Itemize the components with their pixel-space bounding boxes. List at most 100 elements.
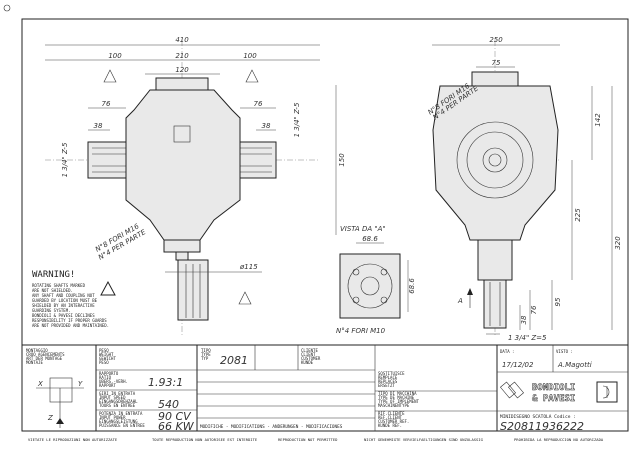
weight-label: GEWICHT bbox=[99, 356, 116, 361]
dim-210: 210 bbox=[175, 52, 189, 60]
footer-text-es: PROHIBIDA LA REPRODUCCION NO AUTORIZADA bbox=[514, 437, 604, 442]
footer-text-it: VIETATE LE RIPRODUZIONI NON AUTORIZZATE bbox=[28, 437, 118, 442]
drawing-code: S20811936222 bbox=[500, 420, 584, 433]
warning-line: SHIELDED BY AN INTERACTIVE bbox=[32, 303, 95, 308]
warning-icon bbox=[245, 69, 259, 83]
axis-y-label: Y bbox=[78, 380, 83, 388]
replaces-label: REPLACES bbox=[378, 379, 398, 384]
visto-label: VISTO : bbox=[556, 349, 573, 354]
dim-100-right: 100 bbox=[243, 52, 257, 60]
warning-line: ARE NOT PROVIDED AND MAINTAINED. bbox=[32, 323, 109, 328]
dim-150: 150 bbox=[338, 153, 346, 167]
brand-line-1: BONDIOLI bbox=[532, 383, 575, 393]
rpm-value: 540 bbox=[158, 398, 179, 411]
weight-label: PESO bbox=[99, 348, 109, 353]
client-label: KUNDE bbox=[301, 360, 314, 365]
mounting-label: MONTAGGIO bbox=[26, 348, 48, 353]
power-label: POTENZA IN ENTRATA bbox=[99, 411, 143, 416]
type-label: TYP bbox=[201, 356, 209, 361]
dim-142: 142 bbox=[594, 113, 602, 127]
rpm-label: GIRI IN ENTRATA bbox=[99, 391, 136, 396]
dim-76-side: 76 bbox=[530, 305, 538, 314]
brand-logo: BONDIOLI & PAVESI bbox=[500, 381, 618, 404]
shaft-spec-left: 1 3/4" Z-5 bbox=[61, 142, 69, 177]
ref-label: KUNDE REF. bbox=[378, 423, 402, 428]
rpm-label: EINGANGSDREHZAHL bbox=[99, 399, 138, 404]
warning-title: WARNING! bbox=[32, 270, 75, 280]
footer-text-de: NICHT GENEHMIGTE VERVIELFAELTIGUNGEN SIN… bbox=[364, 437, 484, 442]
dim-68-6-h: 68.6 bbox=[362, 235, 378, 243]
power-kw-value: 66 KW bbox=[158, 420, 195, 433]
replaces-label: ERSETZT bbox=[378, 383, 395, 388]
punch-hole bbox=[3, 4, 11, 12]
mounting-label: ART DER MONTAGE bbox=[26, 356, 63, 361]
replaces-label: SOSTITUISCE bbox=[378, 371, 405, 376]
mounting-label: CROQ AGENCEMENTS bbox=[26, 352, 65, 357]
type-label: TIPO bbox=[201, 348, 211, 353]
warning-line: BONDIOLI & PAVESI DECLINES bbox=[32, 313, 95, 318]
front-view: 410 100 210 100 120 76 38 76 38 1 3/4" Z… bbox=[45, 36, 346, 335]
dim-95: 95 bbox=[554, 297, 562, 306]
ref-label: RIF.CLIENTE bbox=[378, 411, 405, 416]
visto-value: A.Magotti bbox=[557, 361, 592, 369]
date-label: DATA : bbox=[500, 349, 514, 354]
dim-100-left: 100 bbox=[108, 52, 122, 60]
footer-text-fr: TOUTE REPRODUCTION NON AUTORISEE EST INT… bbox=[152, 437, 258, 442]
client-label: CLIENT bbox=[301, 352, 316, 357]
mounting-diagram: X Y Z bbox=[36, 377, 84, 428]
ratio-label: RAPPORTO bbox=[99, 371, 119, 376]
date-value: 17/12/02 bbox=[502, 361, 534, 369]
power-cv-value: 90 CV bbox=[158, 410, 192, 423]
ratio-value: 1.93:1 bbox=[148, 376, 183, 389]
shaft-spec-right: 1 3/4" Z-5 bbox=[293, 102, 301, 137]
dim-38-side: 38 bbox=[520, 315, 528, 324]
dim-diameter-115: ø115 bbox=[239, 263, 258, 271]
dim-225: 225 bbox=[574, 208, 582, 222]
rpm-label: TOURS EN ENTREE bbox=[99, 403, 136, 408]
side-bottom-shaft bbox=[483, 279, 507, 329]
view-a-holes-note: N°4 FORI M10 bbox=[336, 327, 386, 335]
power-label: PUISSANCE EN ENTREE bbox=[99, 423, 145, 428]
warning-block: WARNING! ROTATING SHAFTS MARKED ARE NOT … bbox=[32, 270, 116, 328]
ratio-label: UBERS.-VERH. bbox=[99, 379, 128, 384]
warning-icon bbox=[100, 280, 116, 296]
warning-line: ROTATING SHAFTS MARKED bbox=[32, 283, 86, 288]
footer: VIETATE LE RIPRODUZIONI NON AUTORIZZATE … bbox=[28, 437, 604, 442]
side-housing bbox=[432, 85, 559, 241]
power-label: EINGANGSLEISTUNG bbox=[99, 419, 138, 424]
dim-68-6-v: 68.6 bbox=[408, 278, 416, 294]
view-a-title: VISTA DA "A" bbox=[340, 225, 386, 233]
modifications-label: MODIFICHE - MODIFICATIONS - ANDERUNGEN -… bbox=[200, 424, 343, 430]
ref-label: CUSTOMER REF. bbox=[378, 419, 409, 424]
ratio-label: RATIO bbox=[99, 375, 112, 380]
ratio-label: RAPPORT bbox=[99, 383, 116, 388]
warning-line: ANY SHAFT AND COUPLING NOT bbox=[32, 293, 95, 298]
view-a: VISTA DA "A" 68.6 68.6 N°4 FORI M10 bbox=[336, 225, 416, 335]
weight-label: PESO bbox=[99, 360, 109, 365]
brand-line-2: & PAVESI bbox=[532, 394, 575, 404]
view-arrow-icon bbox=[467, 288, 473, 295]
dim-250: 250 bbox=[489, 36, 503, 44]
warning-line: RESPONSIBILITY IF PROPER GUARDS bbox=[32, 318, 107, 323]
replaces-label: REMPLACE bbox=[378, 375, 398, 380]
warning-line: ARE NOT SHIELDED. bbox=[32, 288, 73, 293]
type-label: TYPE bbox=[201, 352, 211, 357]
dim-120: 120 bbox=[175, 66, 189, 74]
dim-75: 75 bbox=[492, 59, 501, 67]
side-shaft-spec: 1 3/4" Z=5 bbox=[508, 334, 547, 342]
drawing-frame bbox=[21, 18, 629, 432]
axis-x-label: X bbox=[37, 380, 43, 388]
dim-38-left: 38 bbox=[94, 122, 103, 130]
warning-line: GUARDING SYSTEM. bbox=[32, 308, 71, 313]
warning-line: GUARDED BY LOCATION MUST BE bbox=[32, 298, 98, 303]
mounting-label: MONTAJE bbox=[26, 360, 43, 365]
title-block: MONTAGGIO CROQ AGENCEMENTS ART DER MONTA… bbox=[22, 344, 628, 433]
rpm-label: INPUT SPEED bbox=[99, 395, 126, 400]
bp-logo-mark bbox=[173, 125, 191, 143]
code-label: MINIDISEGNO SCATOLA Codice : bbox=[500, 414, 576, 420]
machine-label: MASCHINENTYPE bbox=[378, 403, 410, 408]
dim-76-left: 76 bbox=[102, 100, 111, 108]
axis-z-label: Z bbox=[47, 414, 53, 422]
warning-icon bbox=[238, 291, 252, 305]
